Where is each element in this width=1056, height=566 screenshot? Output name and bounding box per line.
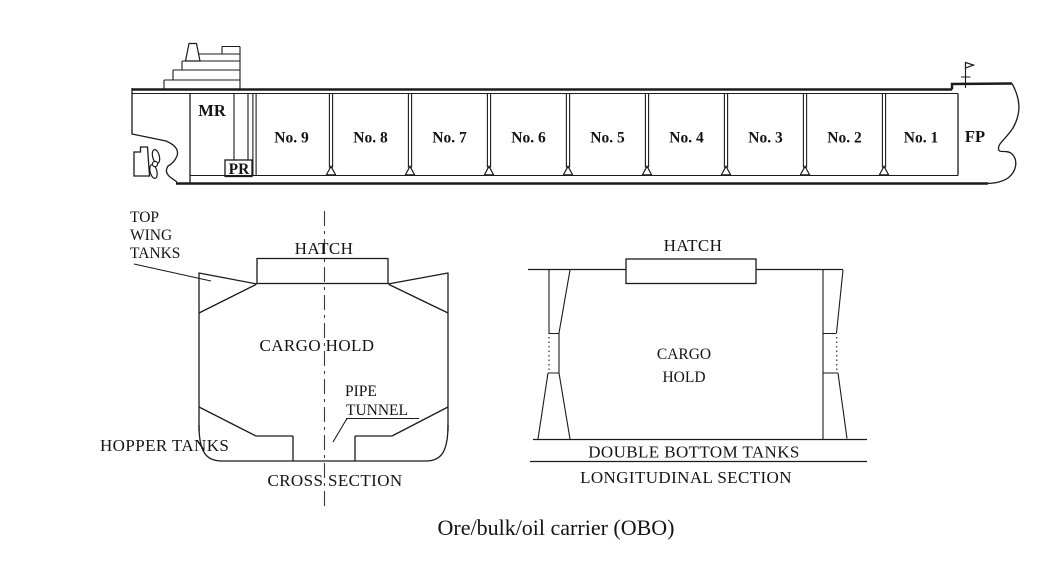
- hold-label-no4: No. 4: [669, 130, 704, 147]
- left-bulkhead-solid: [537, 269, 571, 440]
- propeller-hub: [151, 160, 159, 168]
- pipe-tunnel-walls: [292, 436, 356, 461]
- pump-room-box: [224, 159, 253, 178]
- hatch-coaming: [256, 257, 389, 285]
- propeller: [149, 149, 161, 179]
- left-bulkhead: [537, 269, 571, 440]
- hold9-aft-bulkhead: [252, 93, 257, 176]
- rudder: [133, 146, 151, 177]
- cargo-hold-label: CARGO HOLD: [260, 336, 375, 355]
- pipe-tunnel-leader: [332, 417, 419, 443]
- top-wing-tanks-label-2: WING: [130, 227, 172, 244]
- hold-label-no3: No. 3: [748, 130, 783, 147]
- hold-label-no5: No. 5: [590, 130, 625, 147]
- figure-caption: Ore/bulk/oil carrier (OBO): [437, 515, 674, 540]
- funnel: [184, 42, 201, 62]
- cross-section-title: CROSS SECTION: [267, 471, 402, 490]
- top-wing-tank-slopes: [198, 283, 449, 314]
- hold-label-no7: No. 7: [432, 130, 467, 147]
- pipe-label: PIPE: [345, 383, 377, 400]
- hold-label-no1: No. 1: [904, 130, 938, 147]
- propeller-blade-lower: [149, 164, 158, 179]
- longitudinal-section-diagram: HATCH CARGO HOLD DOUBLE BOTTOM TANKS LON…: [528, 236, 867, 487]
- longitudinal-section-title: LONGITUDINAL SECTION: [580, 468, 792, 487]
- engine-casing-lines: [233, 93, 249, 160]
- right-bulkhead: [822, 269, 848, 439]
- top-wing-tanks-leader: [133, 263, 212, 282]
- forecastle-deck: [950, 82, 1013, 90]
- hatch-coaming: [625, 258, 757, 285]
- hold-label-no9: No. 9: [274, 130, 309, 147]
- top-wing-tanks-label-1: TOP: [130, 209, 159, 226]
- hold-label-no6: No. 6: [511, 130, 546, 147]
- double-bottom-tanks-label: DOUBLE BOTTOM TANKS: [588, 443, 800, 462]
- hopper-tanks-label: HOPPER TANKS: [100, 436, 229, 455]
- cross-section-diagram: HATCH CARGO HOLD TOP WING TANKS HOPPER T…: [100, 209, 449, 510]
- hold-label-no8: No. 8: [353, 130, 388, 147]
- hull-sides: [198, 272, 449, 431]
- machinery-room-label: MR: [198, 101, 227, 120]
- tunnel-label: TUNNEL: [346, 402, 408, 419]
- hatch-label: HATCH: [664, 236, 723, 255]
- pump-room-label: PR: [229, 161, 250, 178]
- bottom-shell: [198, 424, 449, 462]
- hold-label-no2: No. 2: [827, 130, 862, 147]
- hopper-tank-slopes: [198, 406, 449, 437]
- right-bulkhead-solid: [822, 269, 848, 439]
- hatch-label: HATCH: [295, 239, 354, 258]
- deck-lines: [198, 272, 449, 285]
- cargo-label: CARGO: [657, 346, 711, 363]
- top-wing-tanks-label-3: TANKS: [130, 245, 180, 262]
- stern-outline: [131, 88, 179, 183]
- ship-profile: MR PR FP No. 9 No. 8 No. 7 No. 6 No. 5 N…: [131, 42, 1020, 185]
- superstructure: [163, 45, 241, 90]
- hold-label: HOLD: [662, 369, 705, 386]
- bulkhead-feet: [325, 165, 890, 176]
- forepeak-label: FP: [965, 127, 985, 146]
- bow-stem-outline: [985, 83, 1020, 185]
- mast-pennant: [964, 61, 976, 69]
- hold-bulkheads: [328, 93, 887, 168]
- bow-mast: [961, 61, 976, 88]
